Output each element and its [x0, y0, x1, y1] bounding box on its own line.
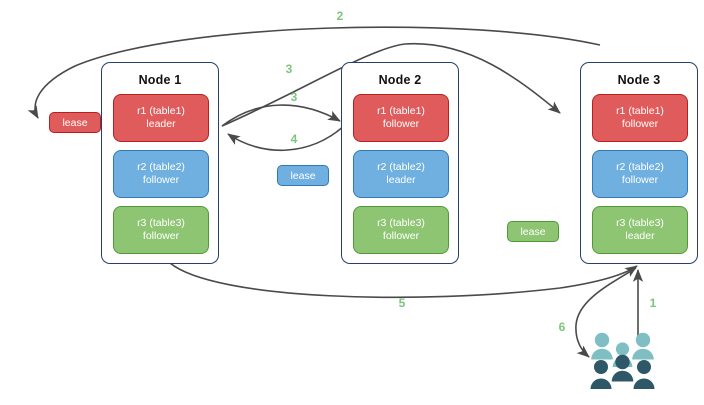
replica-role: follower	[142, 230, 180, 242]
replica-r3-node1[interactable]: r3 (table3) follower	[113, 206, 209, 254]
node-container-3[interactable]: Node 3 r1 (table1) follower r2 (table2) …	[580, 62, 698, 264]
user-figure-back-left	[591, 332, 613, 360]
replica-role: follower	[382, 118, 420, 130]
replica-r2-node3[interactable]: r2 (table2) follower	[592, 150, 688, 198]
replica-role: leader	[386, 174, 416, 186]
replica-name: r2 (table2)	[137, 161, 185, 173]
replica-name: r3 (table3)	[377, 217, 425, 229]
replica-name: r1 (table1)	[137, 105, 185, 117]
user-figure-front-right	[633, 360, 655, 389]
step-label-2: 2	[336, 9, 344, 23]
step-label-3-upper: 3	[285, 62, 293, 76]
lease-label: lease	[62, 116, 88, 129]
replica-role: follower	[621, 174, 659, 186]
replica-role: follower	[142, 174, 180, 186]
replica-name: r2 (table2)	[377, 161, 425, 173]
users-group-icon	[588, 330, 662, 392]
edge-step-5	[169, 262, 638, 299]
lease-badge-r2[interactable]: lease	[277, 165, 329, 186]
step-label-3-lower: 3	[290, 90, 298, 104]
step-label-1: 1	[649, 296, 657, 310]
replica-r3-node3[interactable]: r3 (table3) leader	[592, 206, 688, 254]
node-container-2[interactable]: Node 2 r1 (table1) follower r2 (table2) …	[341, 62, 459, 264]
lease-label: lease	[290, 169, 316, 182]
replica-name: r3 (table3)	[137, 217, 185, 229]
user-figure-front-left	[590, 360, 612, 389]
replica-r1-node1[interactable]: r1 (table1) leader	[113, 94, 209, 142]
replica-r2-node2[interactable]: r2 (table2) leader	[353, 150, 449, 198]
node-title: Node 3	[617, 73, 661, 87]
replica-name: r1 (table1)	[377, 105, 425, 117]
replica-role: follower	[382, 230, 420, 242]
replica-r3-node2[interactable]: r3 (table3) follower	[353, 206, 449, 254]
replica-name: r3 (table3)	[616, 217, 664, 229]
replica-r2-node1[interactable]: r2 (table2) follower	[113, 150, 209, 198]
lease-badge-r3[interactable]: lease	[507, 221, 559, 242]
replica-name: r1 (table1)	[616, 105, 664, 117]
replica-r1-node2[interactable]: r1 (table1) follower	[353, 94, 449, 142]
step-label-6: 6	[558, 320, 566, 334]
user-figure-back-right	[632, 332, 654, 360]
replica-role: leader	[625, 230, 655, 242]
user-figure-front-center	[611, 354, 634, 382]
replica-r1-node3[interactable]: r1 (table1) follower	[592, 94, 688, 142]
node-container-1[interactable]: Node 1 r1 (table1) leader r2 (table2) fo…	[101, 62, 219, 264]
node-title: Node 2	[378, 73, 422, 87]
replica-name: r2 (table2)	[616, 161, 664, 173]
node-title: Node 1	[138, 73, 182, 87]
step-label-5: 5	[398, 296, 406, 310]
lease-label: lease	[520, 225, 546, 238]
edge-step-3-lower	[221, 104, 341, 127]
step-label-4: 4	[290, 132, 298, 146]
lease-badge-r1[interactable]: lease	[49, 112, 101, 133]
replica-role: leader	[146, 118, 176, 130]
replica-role: follower	[621, 118, 659, 130]
